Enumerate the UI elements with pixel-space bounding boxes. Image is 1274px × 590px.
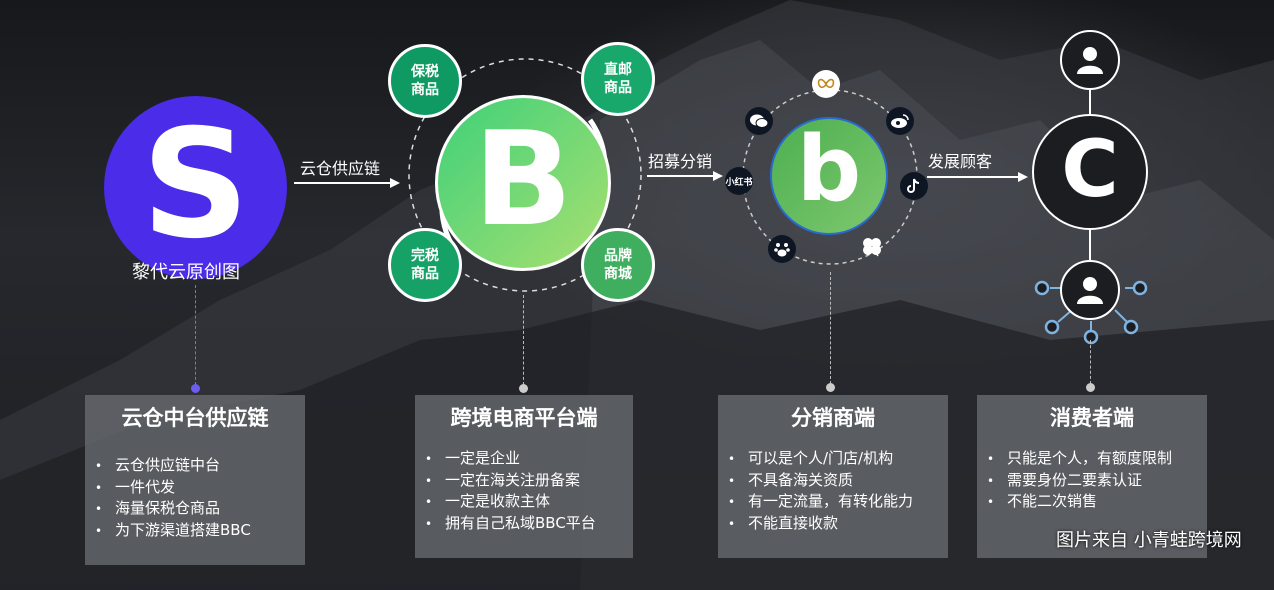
arrow-b-to-b xyxy=(647,171,723,181)
panel-title: 消费者端 xyxy=(1050,406,1134,430)
wechat-icon xyxy=(745,107,773,135)
baidu-icon xyxy=(768,235,796,263)
c-node-letter: C xyxy=(1061,125,1119,215)
xiaohongshu-label: 小红书 xyxy=(725,177,753,188)
clover-icon xyxy=(858,232,886,260)
panel-item: 有一定流量，有转化能力 xyxy=(728,491,948,513)
panel-item: 不具备海关资质 xyxy=(728,470,948,492)
panel-item: 一定在海关注册备案 xyxy=(425,470,633,492)
b-small-node-circle: b xyxy=(770,117,888,235)
panel-item: 可以是个人/门店/机构 xyxy=(728,448,948,470)
b-node-circle: B xyxy=(435,95,611,271)
panel-item: 不能直接收款 xyxy=(728,513,948,535)
watermark: 图片来自 小青蛙跨境网 xyxy=(1056,530,1242,551)
top-person-link xyxy=(1089,90,1091,114)
panel-cross-border-platform: 跨境电商平台端 一定是企业 一定在海关注册备案 一定是收款主体 拥有自己私域BB… xyxy=(415,395,633,558)
arrow-b-to-c xyxy=(927,172,1028,182)
tiktok-icon xyxy=(900,172,928,200)
panel-distributor: 分销商端 可以是个人/门店/机构 不具备海关资质 有一定流量，有转化能力 不能直… xyxy=(718,395,948,558)
c-connector-dot xyxy=(1086,383,1095,392)
arrow-label-supply: 云仓供应链 xyxy=(300,159,381,178)
panel-title: 云仓中台供应链 xyxy=(121,406,269,430)
bottom-person-circle xyxy=(1060,260,1120,320)
panel-item: 一件代发 xyxy=(95,477,305,499)
c-node-circle: C xyxy=(1032,114,1148,230)
satellite-duty-paid-goods: 完税 商品 xyxy=(388,228,462,302)
s-connector-dot xyxy=(191,384,200,393)
arrow-label-recruit: 招募分销 xyxy=(648,152,713,171)
network-links xyxy=(1034,280,1148,345)
b-node-letter: B xyxy=(473,103,573,255)
arrow-s-to-b xyxy=(294,178,400,188)
satellite-bonded-goods: 保税 商品 xyxy=(388,44,462,118)
satellite-brand-mall: 品牌 商城 xyxy=(581,228,655,302)
panel-item: 拥有自己私域BBC平台 xyxy=(425,513,633,535)
xiaohongshu-icon: 小红书 xyxy=(725,167,753,195)
panel-item: 一定是收款主体 xyxy=(425,491,633,513)
butterfly-icon xyxy=(812,70,840,98)
b-connector-dot xyxy=(519,384,528,393)
panel-item: 只能是个人，有额度限制 xyxy=(987,448,1207,470)
satellite-direct-mail-goods: 直邮 商品 xyxy=(581,42,655,116)
b-small-connector-dot xyxy=(826,383,835,392)
s-node-caption: 黎代云原创图 xyxy=(132,262,240,283)
panel-title: 分销商端 xyxy=(791,406,875,430)
person-icon xyxy=(1077,277,1103,304)
panel-item: 需要身份二要素认证 xyxy=(987,470,1207,492)
person-icon xyxy=(1077,47,1103,74)
panel-consumer: 消费者端 只能是个人，有额度限制 需要身份二要素认证 不能二次销售 xyxy=(977,395,1207,558)
panel-item: 一定是企业 xyxy=(425,448,633,470)
s-node-circle: S xyxy=(104,96,287,279)
b-small-node-letter: b xyxy=(796,117,862,222)
panel-item: 海量保税仓商品 xyxy=(95,498,305,520)
panel-cloud-supply-chain: 云仓中台供应链 云仓供应链中台 一件代发 海量保税仓商品 为下游渠道搭建BBC xyxy=(85,395,305,565)
top-person-circle xyxy=(1060,30,1120,90)
bottom-person-link xyxy=(1089,230,1091,260)
weibo-icon xyxy=(886,107,914,135)
b-small-connector xyxy=(830,272,831,384)
panel-item: 云仓供应链中台 xyxy=(95,455,305,477)
panel-item: 不能二次销售 xyxy=(987,491,1207,513)
c-connector xyxy=(1090,340,1091,384)
b-connector xyxy=(523,295,524,385)
panel-item: 为下游渠道搭建BBC xyxy=(95,520,305,542)
panel-title: 跨境电商平台端 xyxy=(450,406,598,430)
s-node-letter: S xyxy=(141,97,250,272)
s-connector xyxy=(195,285,196,385)
arrow-label-develop: 发展顾客 xyxy=(928,152,993,171)
